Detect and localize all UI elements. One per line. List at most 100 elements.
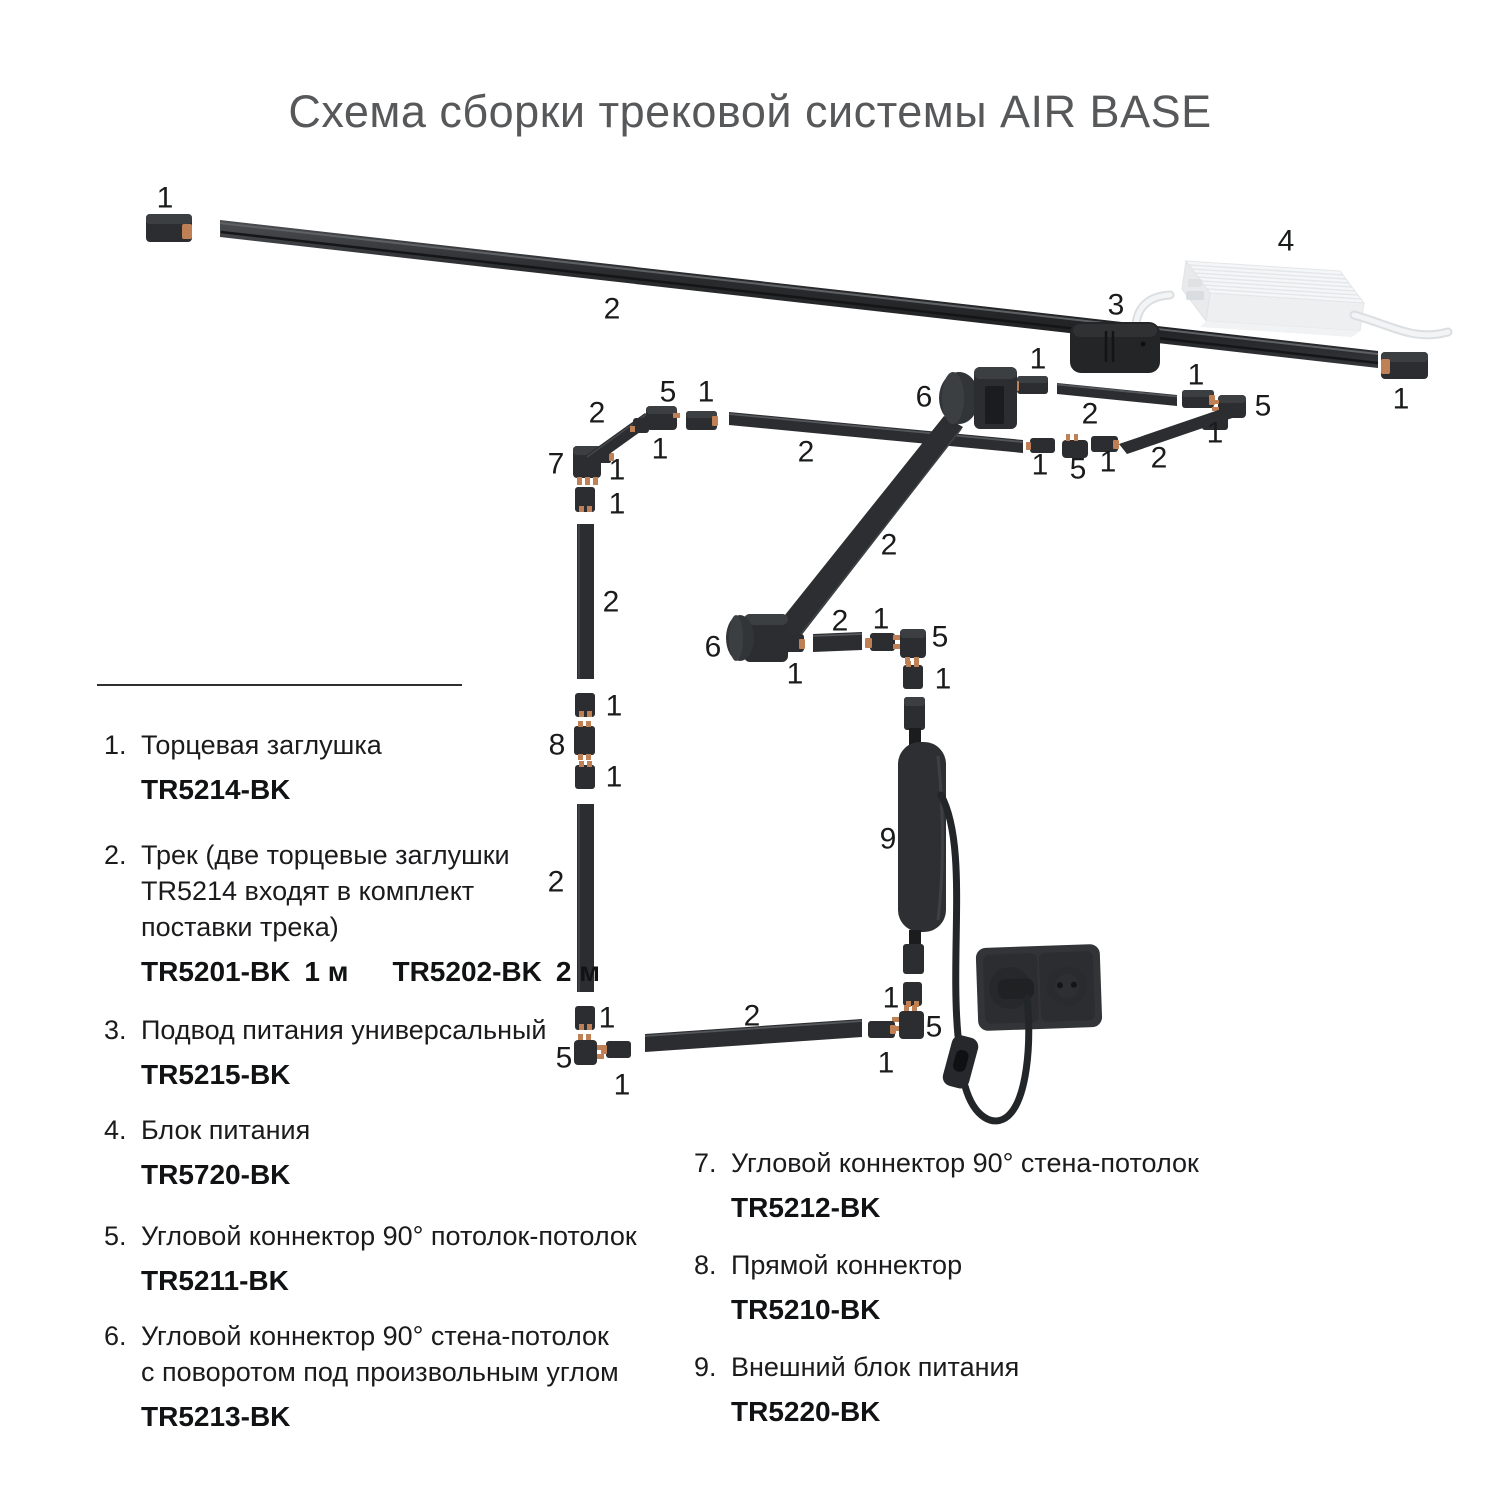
diagram-label: 2 — [589, 397, 606, 430]
legend-item-name: с поворотом под произвольным углом — [141, 1357, 619, 1387]
legend-item-name: Угловой коннектор 90° стена-потолок — [731, 1148, 1199, 1178]
diagram-label: 1 — [599, 1002, 616, 1035]
page-title: Схема сборки трековой системы AIR BASE — [288, 86, 1212, 137]
legend-item-code: TR5212-BK — [731, 1192, 881, 1223]
legend-item-code: TR5720-BK — [141, 1159, 291, 1190]
legend-item-number: 4. — [104, 1115, 127, 1145]
power-supply-4 — [1181, 259, 1366, 337]
track-2 — [765, 416, 963, 654]
diagram-label: 5 — [1070, 453, 1087, 486]
diagram-label: 1 — [873, 603, 890, 636]
diagram-label: 1 — [614, 1069, 631, 1102]
legend-item-number: 5. — [104, 1221, 127, 1251]
diagram-label: 1 — [1393, 383, 1410, 416]
swivel-connector-6 — [939, 367, 1017, 429]
end-cap-1 — [575, 487, 595, 512]
diagram-label: 2 — [1082, 398, 1099, 431]
corner-connector-5 — [630, 406, 680, 433]
legend-item-code: TR5213-BK — [141, 1401, 291, 1432]
track-2 — [577, 804, 594, 992]
end-cap-1 — [575, 761, 595, 789]
end-cap-1 — [1091, 436, 1119, 452]
diagram-label: 5 — [1255, 390, 1272, 423]
diagram-label: 5 — [932, 621, 949, 654]
diagram-label: 2 — [604, 293, 621, 326]
end-cap-1 — [1026, 438, 1055, 453]
diagram-label: 5 — [660, 376, 677, 409]
track-2 — [812, 632, 863, 652]
white-cable — [1131, 290, 1175, 329]
diagram-label: 1 — [787, 658, 804, 691]
track-2 — [644, 1019, 863, 1052]
diagram-label: 4 — [1278, 225, 1295, 258]
track-2 — [1056, 383, 1178, 406]
diagram-label: 1 — [1188, 359, 1205, 392]
diagram-label: 1 — [883, 982, 900, 1015]
diagram-label: 2 — [548, 866, 565, 899]
end-cap-1 — [903, 661, 923, 689]
diagram-label: 1 — [1207, 417, 1224, 450]
legend-item: 6. Угловой коннектор 90° стена-потолок с п… — [104, 1318, 664, 1434]
diagram-label: 1 — [652, 433, 669, 466]
track-2 — [577, 524, 594, 679]
track-2 — [1119, 404, 1244, 454]
diagram-label: 2 — [832, 605, 849, 638]
legend-item-number: 9. — [694, 1352, 717, 1382]
legend-item-name: Блок питания — [141, 1115, 311, 1145]
legend-item-number: 7. — [694, 1148, 717, 1178]
diagram-label: 1 — [606, 761, 623, 794]
swivel-connector-6 — [726, 614, 788, 662]
legend-item-name: Угловой коннектор 90° стена-потолок — [141, 1321, 609, 1351]
diagram-label: 1 — [1030, 343, 1047, 376]
legend-item-number: 6. — [104, 1321, 127, 1351]
end-cap-1 — [146, 214, 192, 242]
diagram-label: 1 — [609, 488, 626, 521]
legend-item-name: поставки трека) — [141, 912, 339, 942]
legend-item-name: Торцевая заглушка — [141, 730, 382, 760]
diagram-label: 1 — [1100, 446, 1117, 479]
corner-connector-5 — [1062, 434, 1088, 458]
diagram-label: 2 — [744, 1000, 761, 1033]
external-psu-9 — [898, 697, 946, 974]
diagram-label: 8 — [549, 729, 566, 762]
end-cap-1 — [686, 411, 718, 430]
wall-socket — [975, 944, 1103, 1031]
legend-item-name: TR5214 входят в комплект — [141, 876, 475, 906]
diagram-label: 2 — [603, 586, 620, 619]
legend-item-code: TR5220-BK — [731, 1396, 881, 1427]
diagram-label: 1 — [1032, 449, 1049, 482]
diagram-label: 3 — [1108, 289, 1125, 322]
power-feed-3 — [1070, 322, 1160, 373]
end-cap-1 — [575, 693, 595, 717]
diagram-label: 5 — [556, 1042, 573, 1075]
legend-item-code: TR5214-BK — [141, 774, 291, 805]
legend-item-code: TR5215-BK — [141, 1059, 291, 1090]
legend-item-code: TR5211-BK — [141, 1265, 289, 1296]
legend-item-number: 1. — [104, 730, 127, 760]
legend-divider — [97, 684, 462, 686]
diagram-label: 1 — [698, 376, 715, 409]
end-cap-1 — [782, 634, 805, 652]
diagram-label: 1 — [606, 690, 623, 723]
end-cap-1 — [1381, 352, 1428, 379]
straight-connector-8 — [574, 721, 595, 760]
end-cap-1 — [903, 982, 922, 1007]
legend-item-name: Трек (две торцевые заглушки — [141, 840, 510, 870]
legend-item-code: TR5210-BK — [731, 1294, 881, 1325]
legend-item-number: 3. — [104, 1015, 127, 1045]
plug — [997, 978, 1035, 1000]
diagram-label: 9 — [880, 823, 897, 856]
legend-item-name: Прямой коннектор — [731, 1250, 963, 1280]
